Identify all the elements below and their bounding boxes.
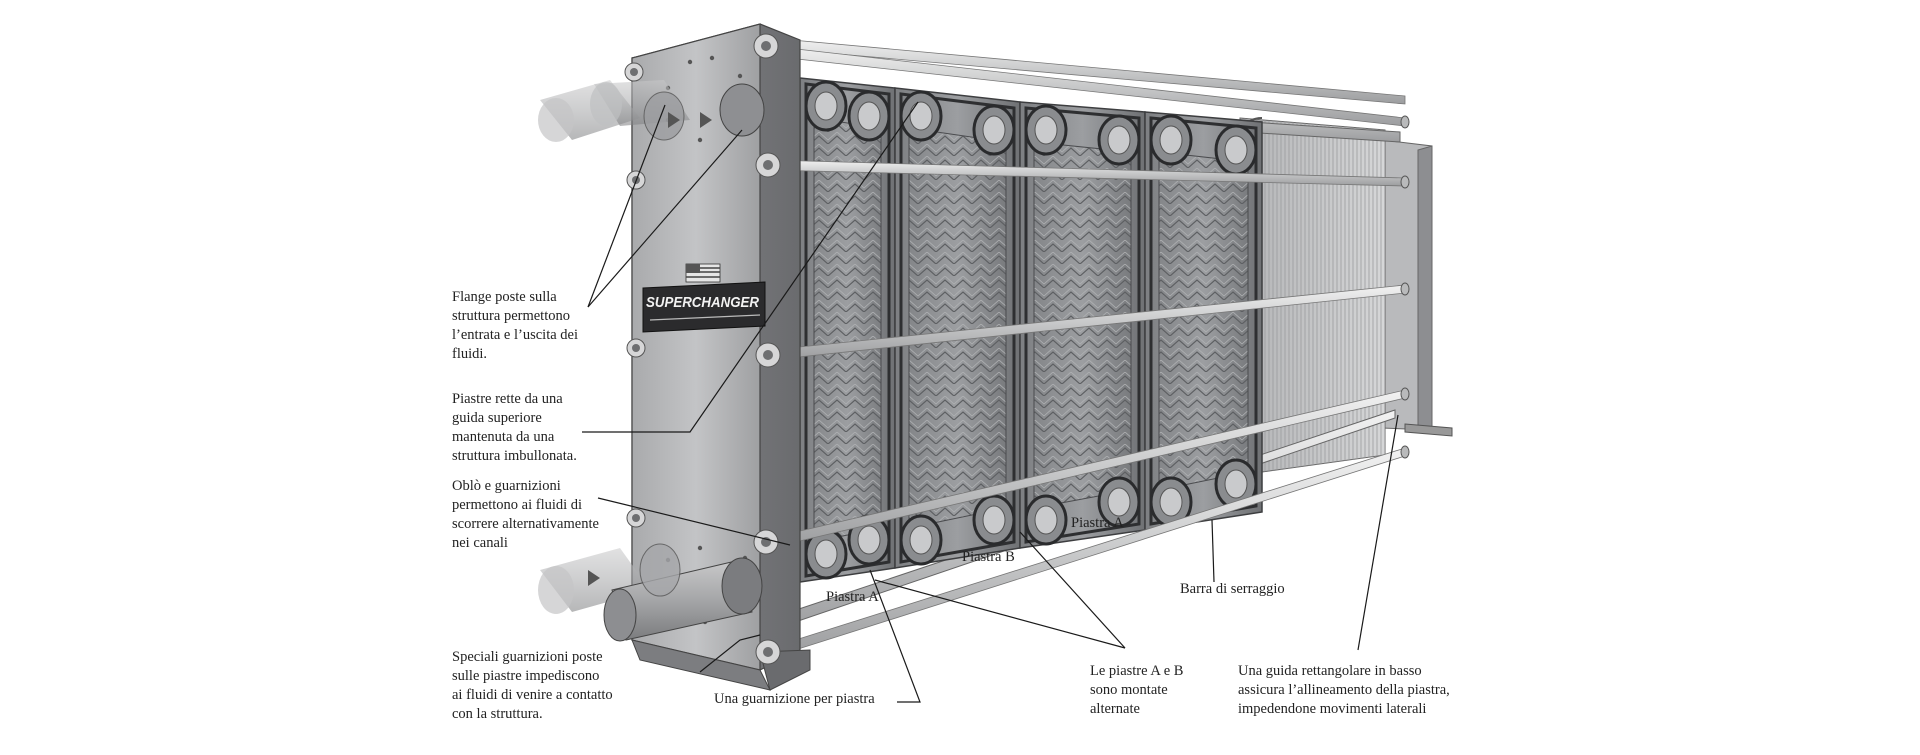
plate-port-hole [1159,487,1183,517]
leader-lines [582,101,1399,703]
plate-gasket [1024,106,1141,544]
plate-port-hole [1034,115,1058,145]
label-bottom-guide: Una guida rettangolare in basso assicura… [1238,663,1450,717]
plate-port-hole [982,505,1006,535]
plate-port-hole [1224,469,1248,499]
label-tie-bar: Barra di serraggio [1180,581,1285,597]
plate-port-hole [814,91,838,121]
plate-port-hole [982,115,1006,145]
plate-port-hole [857,101,881,131]
label-ports: Oblò e guarnizioni permettono ai fluidi … [452,478,599,551]
label-plates-guide: Piastre rette da una guida superiore man… [452,391,577,464]
label-plate-a-right: Piastra A [1071,515,1124,531]
plate-port-hole [1107,487,1131,517]
plate-port-hole [857,525,881,555]
label-gaskets: Speciali guarnizioni poste sulle piastre… [452,649,613,722]
nameplate: SUPERCHANGER [642,263,766,333]
label-flanges: Flange poste sulla struttura permettono … [452,289,579,362]
front-tie-rods [769,45,1410,659]
plate-gasket [1149,116,1258,526]
label-plate-a-left: Piastra A [826,589,879,605]
plate-port-hole [1159,125,1183,155]
plate-port-hole [1224,135,1248,165]
pipes [538,80,765,642]
fixed-frame-head [624,23,811,691]
plate-port-hole [1107,125,1131,155]
nameplate-brand: SUPERCHANGER [646,294,759,311]
plate-gasket [804,82,891,578]
plates-group [799,77,1263,583]
label-plate-b: Piastra B [962,549,1015,565]
plate-port-hole [1034,505,1058,535]
plate-port-hole [909,101,933,131]
plate-port-hole [909,525,933,555]
plate-corrugation [813,117,882,543]
plate-port-hole [814,539,838,569]
label-alternate: Le piastre A e B sono montate alternate [1090,663,1184,717]
plate-gasket [899,92,1016,564]
label-gasket-per-plate: Una guarnizione per piastra [714,691,875,707]
